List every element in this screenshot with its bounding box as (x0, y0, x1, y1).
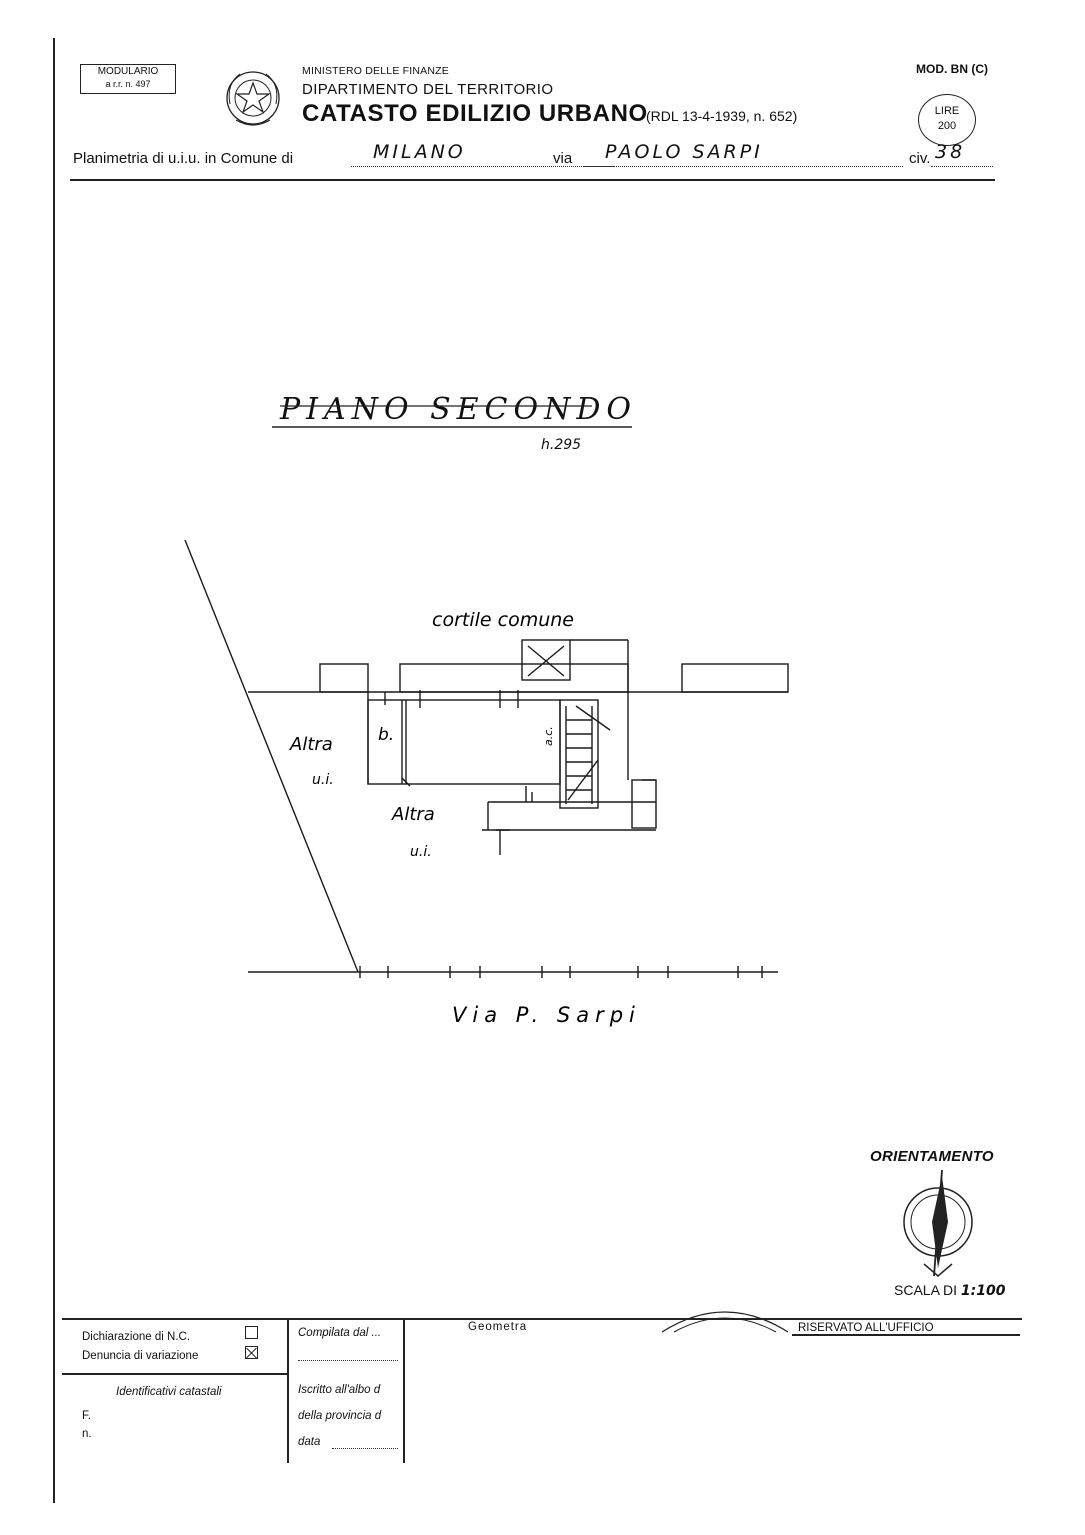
neighbor-bottom-label-1: Altra (391, 804, 435, 825)
comune-value: MILANO (373, 141, 466, 163)
north-compass-icon (903, 1169, 973, 1277)
fee-stamp: LIRE 200 (918, 94, 976, 146)
height-note: h.295 (541, 437, 582, 453)
surveyor-stamp-icon (661, 1311, 789, 1333)
footer-divider-1 (287, 1319, 289, 1463)
footer-divider-2 (403, 1319, 405, 1463)
footer-divider-3 (62, 1373, 288, 1375)
geometra-label: Geometra (468, 1321, 528, 1333)
modulario-line1: MODULARIO (97, 66, 159, 77)
department-name: DIPARTIMENTO DEL TERRITORIO (302, 81, 554, 98)
page-border-left (53, 38, 55, 1503)
neighbor-bottom-label-2: u.i. (410, 844, 432, 860)
civ-value: 38 (935, 141, 966, 163)
foglio-label: F. (82, 1410, 91, 1422)
numero-label: n. (82, 1428, 92, 1440)
decree-reference: (RDL 13-4-1939, n. 652) (646, 108, 798, 124)
provincia-label: della provincia d (298, 1410, 382, 1422)
denuncia-checkbox[interactable] (245, 1346, 258, 1359)
scale-label: SCALA DI (894, 1282, 958, 1298)
via-label: via (553, 150, 573, 167)
data-line (332, 1448, 398, 1449)
modulario-line2: a r.r. n. 497 (105, 79, 151, 89)
neighbor-left-label-1: Altra (289, 734, 333, 755)
riservato-rule (792, 1334, 1020, 1336)
compilata-label: Compilata dal ... (298, 1327, 382, 1339)
modulario-box: MODULARIO a r.r. n. 497 (80, 64, 176, 94)
orientation-label: ORIENTAMENTO (870, 1148, 994, 1165)
dichiarazione-checkbox[interactable] (245, 1326, 258, 1339)
riservato-label: RISERVATO ALL'UFFICIO (798, 1322, 934, 1334)
dichiarazione-label: Dichiarazione di N.C. (82, 1331, 191, 1343)
planimetria-row: Planimetria di u.i.u. in Comune di MILAN… (73, 141, 993, 171)
floor-title-underline (272, 405, 632, 428)
fee-stamp-value: 200 (937, 120, 957, 132)
identificativi-label: Identificativi catastali (116, 1386, 222, 1398)
stair-label: a.c. (542, 726, 555, 746)
civ-label: civ. (909, 150, 931, 167)
courtyard-label: cortile comune (432, 609, 574, 631)
compilata-line (298, 1360, 398, 1361)
scale-value: 1:100 (960, 1283, 1006, 1299)
room-label: b. (378, 725, 394, 745)
via-value: PAOLO SARPI (605, 141, 763, 163)
catasto-title: CATASTO EDILIZIO URBANO (302, 100, 648, 127)
street-label: Via P. Sarpi (452, 1003, 641, 1027)
floor-plan-drawing: cortile comune b. Altra u.i. Altra u.i. … (184, 539, 789, 1027)
floor-title: PIANO SECONDO (280, 392, 637, 427)
ministry-name: MINISTERO DELLE FINANZE (302, 65, 449, 77)
denuncia-label: Denuncia di variazione (82, 1350, 199, 1362)
iscritto-label: Iscritto all'albo d (298, 1384, 381, 1396)
footer-rule (62, 1318, 1022, 1320)
header-rule (70, 179, 995, 181)
republic-emblem-icon (226, 71, 280, 126)
planimetria-prefix: Planimetria di u.i.u. in Comune di (73, 150, 294, 167)
fee-stamp-label: LIRE (934, 105, 960, 117)
model-code: MOD. BN (C) (916, 62, 988, 76)
scale-row: SCALA DI 1:100 (894, 1282, 1006, 1299)
neighbor-left-label-2: u.i. (312, 772, 334, 788)
data-label: data (298, 1436, 321, 1448)
